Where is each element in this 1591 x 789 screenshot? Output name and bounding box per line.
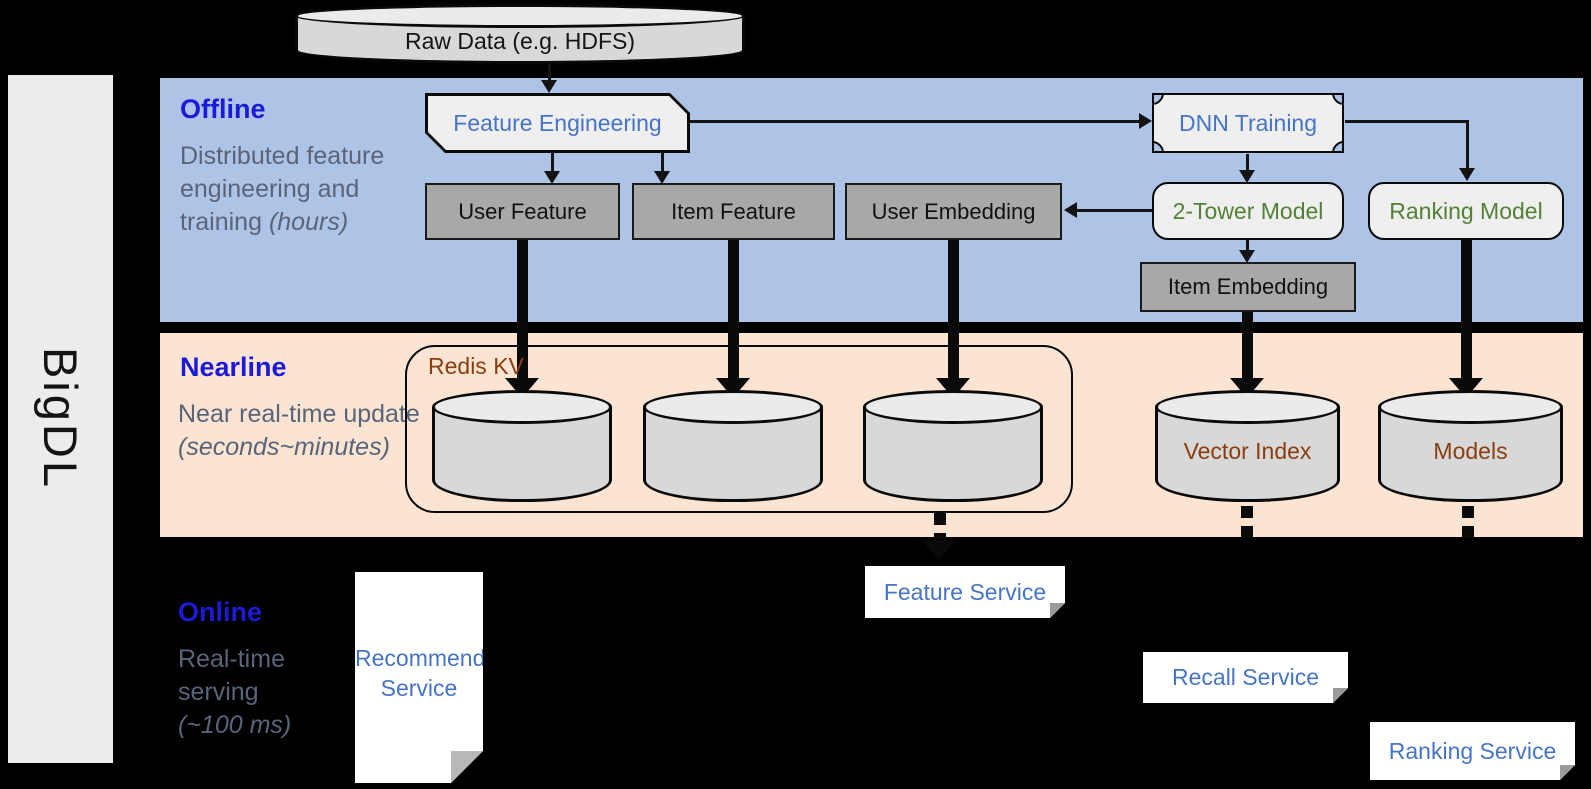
cylinder-top: [1378, 390, 1563, 424]
arrow-fe-to-itemfeature-head: [654, 171, 670, 184]
arrow-twotower-to-itemembedding-head: [1239, 250, 1255, 263]
redis-shard-cylinder-2: [643, 390, 823, 502]
arrow-dnn-to-twotower-shaft: [1246, 154, 1249, 172]
ranking-service-node: Ranking Service: [1370, 722, 1575, 780]
arrow-dnn-to-ranking-vsegment: [1466, 120, 1469, 170]
ranking-model-label: Ranking Model: [1389, 197, 1543, 224]
offline-description-note: (hours): [268, 208, 349, 236]
user-embedding-node: User Embedding: [845, 183, 1062, 240]
nearline-title: Nearline: [180, 352, 287, 382]
dnn-training-label: DNN Training: [1178, 109, 1318, 136]
cylinder-top: [295, 4, 745, 28]
item-embedding-label: Item Embedding: [1167, 274, 1329, 299]
cylinder-top: [1155, 390, 1340, 424]
redis-shard-cylinder-3: [863, 390, 1043, 502]
feature-engineering-label: Feature Engineering: [453, 109, 662, 136]
bigdl-label: BigDL: [34, 347, 87, 491]
redis-kv-container: [405, 345, 1073, 513]
folded-corner: [451, 751, 483, 783]
feature-service-label: Feature Service: [883, 578, 1047, 605]
arrow-itemembedding-to-vectorindex-shaft: [1242, 312, 1253, 380]
offline-description-text: Distributed feature engineering and trai…: [180, 142, 385, 236]
offline-title: Offline: [180, 94, 266, 124]
ranking-model-node: Ranking Model: [1368, 182, 1564, 240]
user-embedding-label: User Embedding: [871, 198, 1036, 224]
two-tower-model-label: 2-Tower Model: [1172, 197, 1324, 224]
online-description: Real-time serving (~100 ms): [178, 643, 358, 742]
redis-shard-cylinder-1: [432, 390, 612, 502]
arrow-fe-to-userfeature-shaft: [551, 153, 554, 173]
arrow-userembedding-to-redis-shaft: [948, 240, 959, 380]
item-feature-label: Item Feature: [671, 198, 796, 224]
feature-engineering-fill: [428, 96, 687, 150]
recall-service-label: Recall Service: [1172, 664, 1319, 690]
recommender-service-label: Recommender Service: [355, 645, 506, 701]
arrow-rawdata-to-fe-head: [541, 80, 557, 93]
recommender-service-document: Recommender Service: [355, 572, 483, 783]
online-description-text: Real-time serving: [178, 645, 285, 706]
redis-kv-label: Redis KV: [428, 353, 524, 379]
dnn-training-node: DNN Training: [1152, 93, 1344, 153]
arrow-twotower-to-userembedding-head: [1064, 202, 1077, 218]
models-cylinder: Models: [1378, 390, 1563, 502]
recall-service-node: Recall Service: [1143, 652, 1348, 703]
arrow-itemfeature-to-redis-shaft: [728, 240, 739, 380]
cylinder-top: [432, 390, 612, 424]
raw-data-label: Raw Data (e.g. HDFS): [404, 28, 636, 54]
arrow-dnn-to-ranking-hsegment: [1345, 120, 1469, 123]
raw-data-cylinder: Raw Data (e.g. HDFS): [295, 4, 745, 64]
feature-engineering-node: Feature Engineering: [425, 93, 690, 153]
folded-corner: [1333, 688, 1348, 703]
online-description-note: (~100 ms): [178, 711, 292, 739]
ranking-service-label: Ranking Service: [1388, 737, 1557, 764]
folded-corner: [1560, 765, 1575, 780]
dashed-arrow-redis-to-featureservice-head: [922, 540, 956, 560]
user-feature-label: User Feature: [458, 198, 587, 224]
arrow-twotower-to-userembedding-shaft: [1077, 209, 1152, 212]
nearline-description-note: (seconds~minutes): [178, 433, 390, 461]
user-feature-node: User Feature: [425, 183, 620, 240]
arrow-fe-to-dnn-shaft: [690, 120, 1140, 123]
cylinder-top: [863, 390, 1043, 424]
feature-service-node: Feature Service: [865, 566, 1065, 618]
online-title: Online: [178, 597, 263, 627]
arrow-userfeature-to-redis-shaft: [517, 240, 528, 380]
vector-index-label: Vector Index: [1183, 438, 1312, 464]
arrow-fe-to-itemfeature-shaft: [661, 153, 664, 173]
folded-corner: [1050, 603, 1065, 618]
dashed-connector-vectorindex: [1241, 506, 1253, 540]
arrow-rawdata-to-fe-shaft: [548, 63, 551, 82]
nearline-description-text: Near real-time update: [178, 400, 420, 428]
arrow-dnn-to-ranking-head: [1459, 168, 1475, 181]
item-feature-node: Item Feature: [632, 183, 835, 240]
arrow-rankingmodel-to-models-shaft: [1461, 240, 1472, 380]
cylinder-top: [643, 390, 823, 424]
vector-index-cylinder: Vector Index: [1155, 390, 1340, 502]
item-embedding-node: Item Embedding: [1140, 262, 1356, 312]
arrow-dnn-to-twotower-head: [1239, 170, 1255, 183]
dashed-connector-models: [1462, 506, 1474, 540]
arrow-twotower-to-itemembedding-shaft: [1246, 240, 1249, 252]
dashed-arrow-redis-to-featureservice-shaft: [934, 513, 946, 539]
arrow-fe-to-dnn-head: [1139, 113, 1152, 129]
arrow-fe-to-userfeature-head: [544, 171, 560, 184]
models-label: Models: [1433, 438, 1508, 464]
two-tower-model-node: 2-Tower Model: [1152, 182, 1344, 240]
nearline-description: Near real-time update (seconds~minutes): [178, 398, 463, 464]
offline-description: Distributed feature engineering and trai…: [180, 140, 390, 239]
plaque-notch: [1332, 141, 1342, 151]
bigdl-brand-bar: BigDL: [8, 75, 113, 763]
